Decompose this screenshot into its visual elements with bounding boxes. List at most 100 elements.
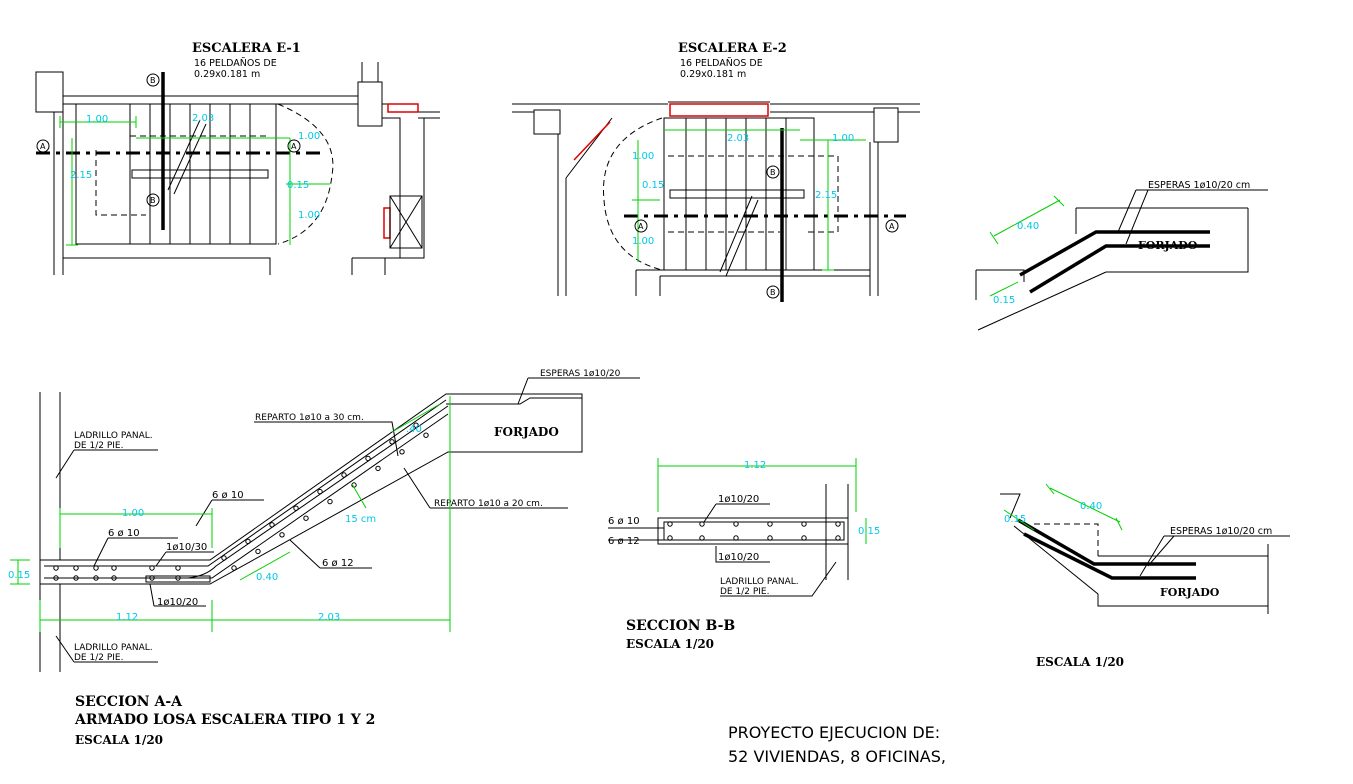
landing-arc [602, 117, 663, 271]
detail-esperas-bottom: ESPERAS 1ø10/20 cm FORJADO 0.40 0.15 ESC… [1000, 483, 1290, 669]
rebar-dot [175, 575, 181, 581]
rebar-dot [699, 521, 705, 527]
wall-top [63, 95, 358, 105]
leader [289, 539, 372, 569]
ladrillo-top-label-2: DE 1/2 PIE. [74, 441, 123, 451]
dim-label: 1.00 [632, 151, 654, 162]
plan-e1-step-size: 0.29x0.181 m [194, 69, 260, 80]
rebar-dot [73, 575, 79, 581]
dim-label: 1.00 [632, 236, 654, 247]
rebar-dot [399, 449, 405, 455]
slab-outline [975, 207, 1249, 331]
svg-text:B: B [770, 168, 776, 177]
ladrillo-bottom-label-1: LADRILLO PANAL. [74, 643, 153, 653]
stair-treads [685, 118, 787, 270]
dim-label: 1.00 [298, 210, 320, 221]
rebar-dot [93, 565, 99, 571]
leader [55, 635, 158, 663]
section-aa-title: SECCION A-A [75, 694, 183, 710]
esperas-label: ESPERAS 1ø10/20 [540, 369, 621, 379]
svg-text:B: B [770, 288, 776, 297]
rebar-dot [231, 565, 237, 571]
plan-e2-title: ESCALERA E-2 [678, 41, 787, 56]
landing-arc [277, 103, 334, 245]
svg-text:A: A [889, 222, 895, 231]
bar-1o10-20: 1ø10/20 [157, 597, 198, 608]
bar-bottom: 1ø10/20 [718, 552, 759, 563]
leader [155, 551, 214, 567]
elevator-cross [389, 195, 423, 249]
rebar-dot [365, 455, 371, 462]
dim-label: 15 cm [345, 514, 376, 525]
section-bb: 1.12 0.15 1ø10/20 1ø10/20 6 ø 10 6 ø 12 … [608, 458, 880, 651]
rebar-dot [53, 565, 59, 571]
dim-label: 0.15 [287, 180, 309, 191]
rebar-bottom [145, 575, 211, 583]
section-marker-a-right: A [287, 139, 301, 153]
rebar-dot [801, 521, 807, 527]
dim-label: 0.15 [1004, 514, 1026, 525]
dim-label: 0.15 [993, 295, 1015, 306]
dim-label: 1.00 [86, 114, 108, 125]
esperas-label: ESPERAS 1ø10/20 cm [1148, 180, 1250, 191]
leader [1117, 189, 1268, 245]
section-marker-b-top: B [146, 73, 160, 87]
dim-label: 0.15 [858, 526, 880, 537]
leader [403, 467, 568, 509]
rebar-dot [767, 521, 773, 527]
dim-lines [657, 458, 867, 544]
dim-label: .40 [406, 424, 422, 435]
rebar-dot [327, 498, 333, 505]
rebar-dot [317, 488, 323, 495]
forjado-label: FORJADO [1138, 239, 1198, 252]
rebar-dot [149, 575, 155, 581]
rebar-dot [423, 432, 429, 438]
dim-label: 1.00 [122, 508, 144, 519]
dim-lines [1003, 483, 1123, 531]
svg-text:A: A [291, 142, 297, 151]
break-line [719, 195, 759, 277]
esperas-label: ESPERAS 1ø10/20 cm [1170, 526, 1272, 537]
rebar-dot [733, 535, 739, 541]
stair-arrows [668, 155, 839, 233]
detail-esperas-top: ESPERAS 1ø10/20 cm FORJADO 0.40 0.15 [975, 180, 1268, 331]
section-marker-b-bottom: B [766, 285, 780, 299]
column [357, 81, 383, 127]
leader [55, 449, 158, 479]
leader [703, 503, 770, 523]
bar-left-top: 6 ø 10 [608, 516, 640, 527]
dim-label: 0.15 [8, 570, 30, 581]
plan-e1-steps: 16 PELDAÑOS DE [194, 58, 277, 69]
dim-label: 2.03 [727, 133, 749, 144]
brick-wall [39, 392, 61, 672]
plan-e2-steps: 16 PELDAÑOS DE [680, 58, 763, 69]
plan-e1-title: ESCALERA E-1 [192, 41, 301, 56]
stair-treads [129, 104, 251, 244]
bar-6o10-b: 6 ø 10 [212, 490, 244, 501]
dim-label: 2.15 [815, 190, 837, 201]
dim-label: 0.40 [1017, 221, 1039, 232]
forjado-label: FORJADO [1160, 586, 1220, 599]
svg-text:A: A [638, 222, 644, 231]
svg-text:B: B [150, 196, 156, 205]
rebar-dot [269, 522, 275, 528]
section-marker-a-left: A [36, 139, 50, 153]
column [533, 109, 561, 135]
dim-label: 2.03 [192, 113, 214, 124]
detail-scale: ESCALA 1/20 [1036, 655, 1124, 669]
leader [93, 537, 178, 567]
section-marker-a-right: A [885, 219, 899, 233]
dim-label: 0.15 [642, 180, 664, 191]
rebar-dot [175, 565, 181, 571]
reparto-30-label: REPARTO 1ø10 a 30 cm. [255, 413, 364, 423]
dim-label: 1.12 [744, 460, 766, 471]
plan-escalera-e2: ESCALERA E-2 16 PELDAÑOS DE 0.29x0.181 m… [512, 41, 920, 302]
rebar-dot [93, 575, 99, 581]
svg-text:B: B [150, 76, 156, 85]
rebar-dot [53, 575, 59, 581]
dim-lines [59, 116, 330, 246]
dim-label: 1.12 [116, 612, 138, 623]
reparto-20-label: REPARTO 1ø10 a 20 cm. [434, 499, 543, 509]
rebar-dot [699, 535, 705, 541]
